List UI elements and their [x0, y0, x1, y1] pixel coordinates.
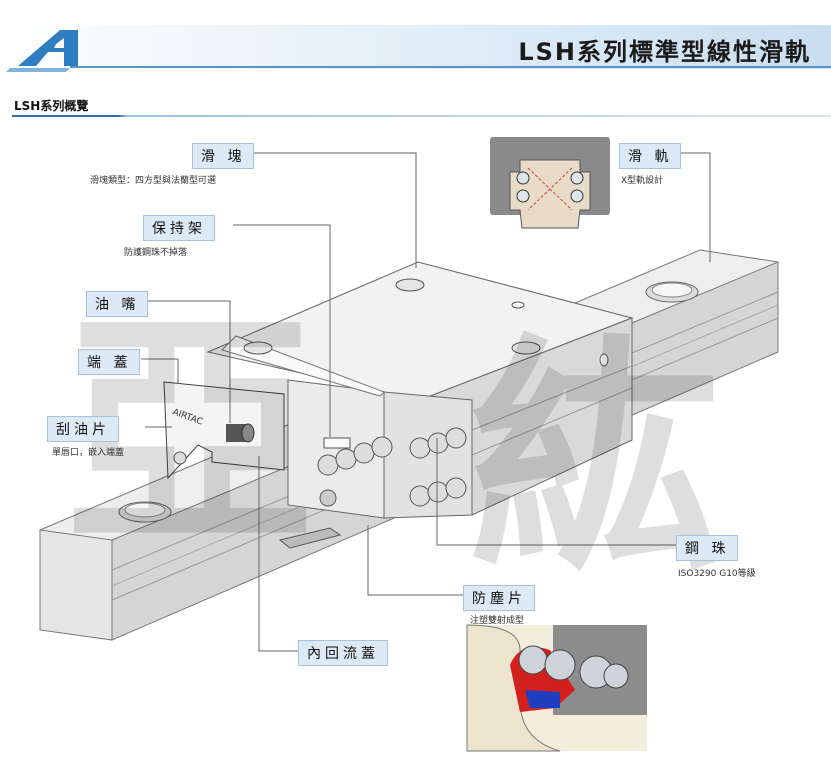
leader-lines [141, 152, 711, 652]
section-rule [12, 115, 831, 117]
page-title: LSH系列標準型線性滑軌 [518, 38, 811, 66]
header-band [0, 25, 831, 69]
seal-section-inset [466, 624, 647, 752]
label-endcap: 端 蓋 [78, 349, 141, 375]
label-ball: 鋼 珠 [676, 535, 739, 561]
note-block: 滑塊類型：四方型與法蘭型可選 [90, 176, 217, 186]
retainer-balls [317, 436, 393, 507]
note-scraper: 單唇口，嵌入端蓋 [52, 448, 125, 458]
watermark-char-2: 紘 [470, 313, 720, 604]
slider-block: AIRTAC [163, 261, 634, 549]
label-scraper: 刮油片 [47, 416, 119, 442]
label-seal: 防塵片 [463, 585, 535, 611]
logo-a-icon [6, 30, 78, 72]
label-return-cap: 內回流蓋 [298, 640, 388, 666]
header-rule [70, 66, 831, 68]
note-retainer: 防護鋼珠不掉落 [124, 248, 188, 258]
note-rail: X型軌設計 [621, 176, 664, 186]
label-rail: 滑 軌 [619, 143, 682, 169]
label-nipple: 油 嘴 [86, 291, 149, 317]
note-seal: 注塑雙射成型 [470, 616, 525, 626]
label-block: 滑 塊 [192, 143, 255, 169]
note-ball: ISO3290 G10等級 [678, 569, 756, 579]
watermark-char-1: 亞 [65, 288, 315, 579]
label-retainer: 保持架 [143, 215, 215, 241]
section-title: LSH系列概覽 [14, 99, 89, 113]
rail-section-inset [490, 137, 610, 229]
